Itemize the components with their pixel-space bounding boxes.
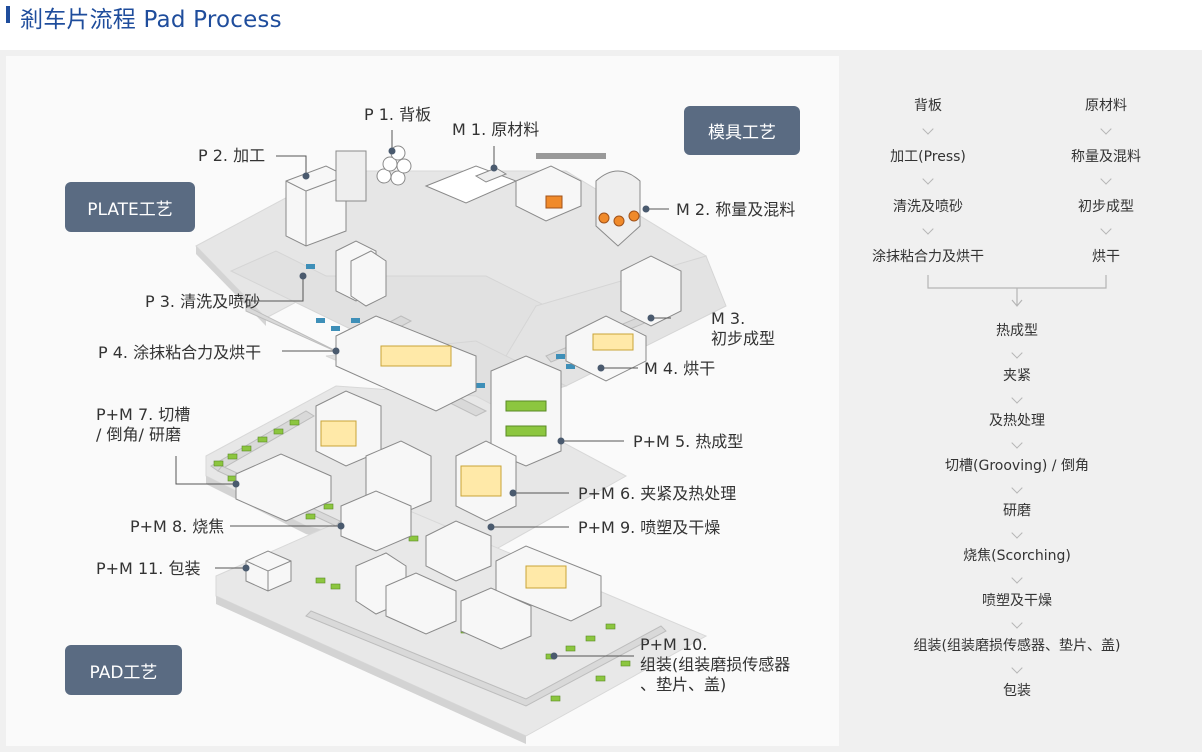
flow-left-step: 清洗及喷砂	[893, 199, 963, 215]
chevron-down-icon	[922, 223, 934, 235]
flow-main-step: 及热处理	[989, 413, 1045, 429]
chevron-down-icon	[1011, 572, 1023, 584]
chevron-down-icon	[1011, 482, 1023, 494]
label-m3-line2: 初步成型	[711, 329, 776, 348]
flow-right-step: 初步成型	[1078, 199, 1134, 215]
chevron-down-icon	[1011, 527, 1023, 539]
leader-dots	[232, 147, 655, 660]
label-pm7-line2: / 倒角/ 研磨	[96, 425, 181, 444]
flow-main-step: 切槽(Grooving) / 倒角	[945, 458, 1089, 474]
badge-plate-process: PLATE工艺	[65, 182, 195, 232]
chevron-down-icon	[1011, 392, 1023, 404]
label-pm8: P+M 8. 烧焦	[130, 517, 225, 536]
flow-main-step: 喷塑及干燥	[982, 593, 1052, 609]
label-p1: P 1. 背板	[364, 105, 432, 124]
chevron-down-icon	[922, 173, 934, 185]
label-p2: P 2. 加工	[198, 146, 266, 165]
process-diagram: PLATE工艺 模具工艺 PAD工艺 P 1. 背板 M 1. 原材料 P 2.…	[6, 56, 839, 746]
label-pm5: P+M 5. 热成型	[633, 432, 744, 451]
label-m2: M 2. 称量及混料	[676, 200, 796, 219]
chevron-down-icon	[1100, 223, 1112, 235]
page-title: 剎车片流程 Pad Process	[20, 7, 282, 33]
label-p3: P 3. 清洗及喷砂	[145, 292, 261, 311]
chevron-down-icon	[1011, 437, 1023, 449]
flow-main-step: 研磨	[1003, 503, 1031, 519]
chevron-down-icon	[1100, 173, 1112, 185]
flow-main-step: 烧焦(Scorching)	[963, 548, 1071, 564]
flow-right-step: 烘干	[1092, 249, 1120, 265]
label-pm7-line1: P+M 7. 切槽	[96, 405, 191, 424]
flow-left-step: 加工(Press)	[890, 149, 966, 165]
process-flow-list: 背板 加工(Press) 清洗及喷砂 涂抹粘合力及烘干 原材料 称量及混料 初步…	[840, 56, 1196, 746]
title-accent-bar	[6, 6, 10, 23]
label-pm10-line3: 、垫片、盖)	[640, 675, 727, 694]
chevron-down-icon	[922, 123, 934, 135]
factory-illustration	[175, 130, 727, 744]
chevron-down-icon	[1011, 617, 1023, 629]
leader-lines	[175, 130, 671, 657]
machines	[235, 145, 682, 650]
label-pm10-line2: 组装(组装磨损传感器	[640, 655, 791, 674]
chevron-down-icon	[1100, 123, 1112, 135]
flow-right-step: 原材料	[1085, 98, 1127, 114]
label-pm9: P+M 9. 喷塑及干燥	[578, 518, 721, 537]
flow-main-step: 包装	[1003, 683, 1031, 699]
flow-left-step: 涂抹粘合力及烘干	[872, 249, 984, 265]
chevron-down-icon	[1011, 662, 1023, 674]
flow-main-step: 组装(组装磨损传感器、垫片、盖)	[913, 638, 1121, 654]
badge-mold-process: 模具工艺	[684, 106, 800, 155]
flow-main-step: 夹紧	[1003, 368, 1031, 384]
label-pm6: P+M 6. 夹紧及热处理	[578, 484, 737, 503]
flow-right-step: 称量及混料	[1071, 149, 1141, 165]
merge-bracket	[927, 275, 1107, 307]
label-m4: M 4. 烘干	[644, 359, 716, 378]
label-m3-line1: M 3.	[711, 309, 746, 328]
label-pm11: P+M 11. 包装	[96, 559, 201, 578]
flow-left-step: 背板	[914, 98, 942, 114]
badge-pad-process: PAD工艺	[65, 645, 182, 695]
label-p4: P 4. 涂抹粘合力及烘干	[98, 343, 262, 362]
page-header: 剎车片流程 Pad Process	[0, 0, 1202, 34]
label-pm10-line1: P+M 10.	[640, 635, 708, 654]
chevron-down-icon	[1011, 347, 1023, 359]
label-m1: M 1. 原材料	[452, 120, 540, 139]
flow-main-step: 热成型	[996, 323, 1038, 339]
